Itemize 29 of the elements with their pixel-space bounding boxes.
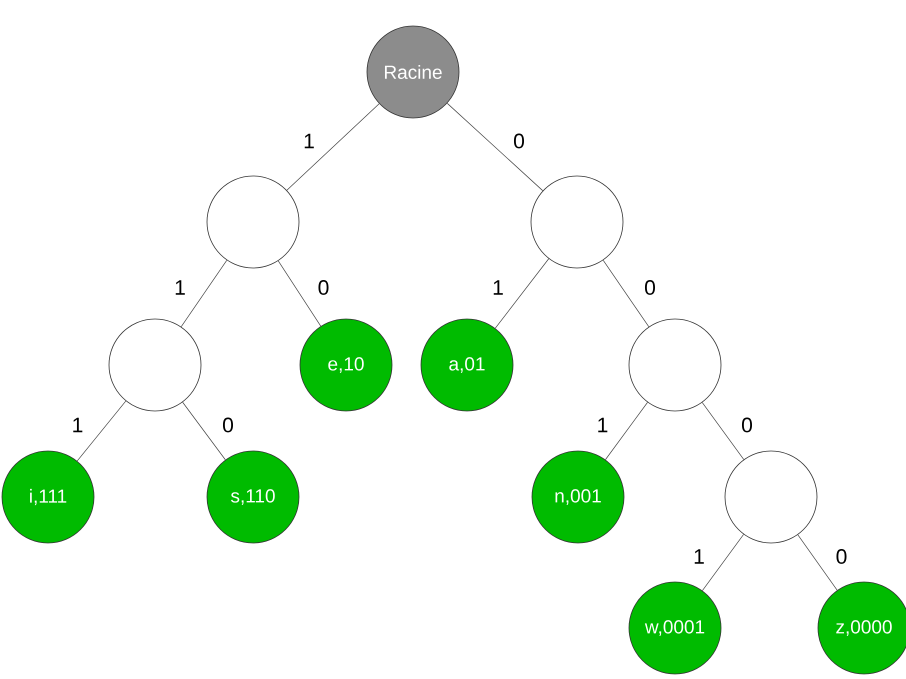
tree-edge [702,402,744,460]
edge-label: 0 [514,134,524,148]
tree-node-circle [724,450,818,544]
tree-node-circle [206,176,300,268]
tree-edge [602,260,650,328]
tree-edge [446,102,544,192]
tree-node-circle [628,318,722,412]
edge-label: 0 [318,280,329,295]
tree-edge [182,402,226,460]
tree-edge [278,260,322,326]
edge-label: 1 [176,280,185,295]
edge-label: 0 [644,280,656,295]
edge-label: 1 [494,280,503,295]
edge-label: 1 [598,418,608,432]
edge-label: 0 [836,549,847,564]
tree-edge [798,534,838,590]
tree-node-circle [530,176,624,268]
tree-edge [702,534,744,591]
edge-label: 1 [694,549,704,564]
edge-label: 1 [304,134,314,148]
tree-node-circle [108,318,202,412]
tree-edge [76,400,126,462]
tree-edge [605,402,648,460]
tree-edge [180,260,228,328]
edge-label: 1 [73,418,82,432]
edge-label: 0 [222,418,234,432]
tree-edge [286,103,380,191]
tree-edge [494,258,550,329]
edge-label: 0 [742,418,752,432]
